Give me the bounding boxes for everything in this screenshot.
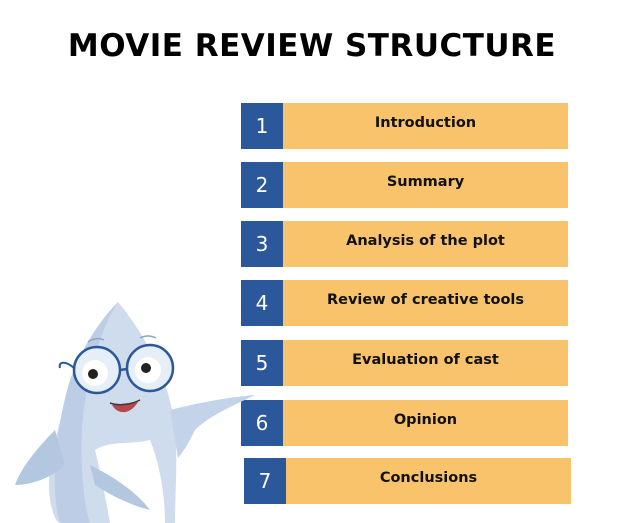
step-row-5: 5 Evaluation of cast [241,340,568,386]
step-number: 1 [241,103,283,149]
step-row-7: 7 Conclusions [244,458,571,504]
step-row-2: 2 Summary [241,162,568,208]
step-row-1: 1 Introduction [241,103,568,149]
step-label: Analysis of the plot [283,221,568,267]
step-number: 3 [241,221,283,267]
step-number: 2 [241,162,283,208]
step-number: 5 [241,340,283,386]
step-label: Review of creative tools [283,280,568,326]
step-number: 4 [241,280,283,326]
step-label: Opinion [283,400,568,446]
step-label: Conclusions [286,458,571,504]
step-label: Summary [283,162,568,208]
step-number: 7 [244,458,286,504]
step-label: Evaluation of cast [283,340,568,386]
step-row-3: 3 Analysis of the plot [241,221,568,267]
step-row-4: 4 Review of creative tools [241,280,568,326]
page-title: MOVIE REVIEW STRUCTURE [67,28,557,64]
step-label: Introduction [283,103,568,149]
step-row-6: 6 Opinion [241,400,568,446]
step-number: 6 [241,400,283,446]
shark-mascot-icon [15,302,255,523]
